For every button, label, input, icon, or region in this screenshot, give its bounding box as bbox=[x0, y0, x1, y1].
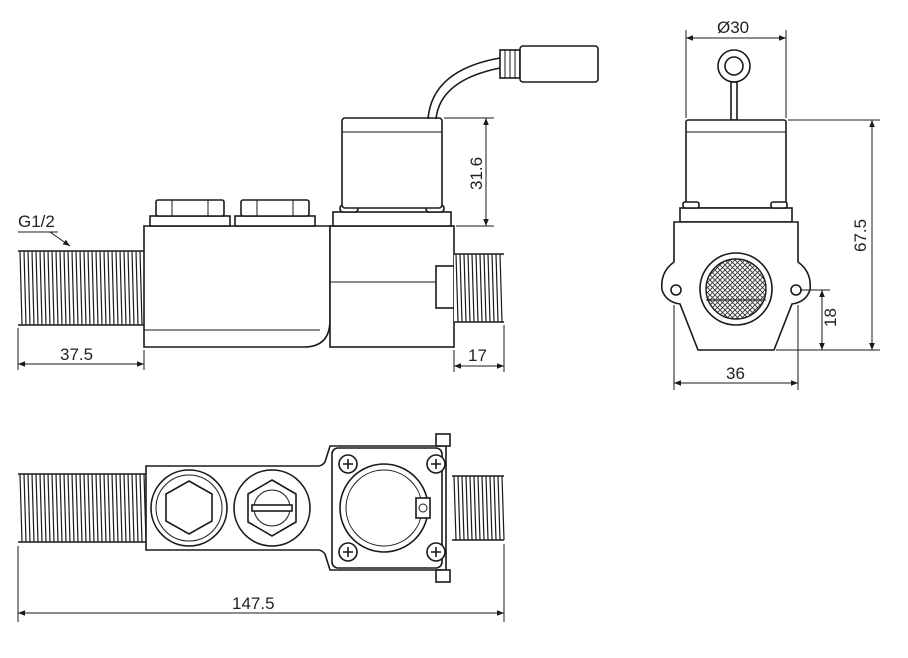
hex-cap-left bbox=[149, 199, 231, 227]
dimension-coil-diameter: Ø30 bbox=[685, 18, 787, 118]
dimension-inlet-thread: 37.5 bbox=[17, 328, 145, 370]
outlet-thread bbox=[454, 253, 504, 323]
hex-plug bbox=[150, 469, 228, 547]
dimension-label-17: 17 bbox=[468, 346, 487, 365]
top-inlet-thread bbox=[18, 473, 147, 543]
screw-plug bbox=[233, 469, 311, 547]
dimension-label-diameter-30: Ø30 bbox=[717, 18, 749, 37]
dimension-label-31-6: 31.6 bbox=[467, 157, 486, 190]
front-view: G1/2 37.5 17 31.6 bbox=[17, 45, 599, 372]
cable-connector bbox=[499, 45, 599, 83]
dimension-label-18: 18 bbox=[821, 308, 840, 327]
dimension-total-height: 67.5 bbox=[776, 119, 880, 351]
side-coil bbox=[685, 119, 787, 209]
dimension-label-37-5: 37.5 bbox=[60, 345, 93, 364]
dimension-label-67-5: 67.5 bbox=[851, 219, 870, 252]
hex-cap-right bbox=[234, 199, 316, 227]
inlet-thread bbox=[18, 250, 144, 326]
top-view: 147.5 bbox=[17, 433, 505, 622]
top-outlet-thread bbox=[452, 475, 505, 541]
dimension-label-36: 36 bbox=[726, 364, 745, 383]
thread-spec-label: G1/2 bbox=[18, 212, 55, 231]
outlet-mesh bbox=[705, 258, 767, 320]
dimension-label-147-5: 147.5 bbox=[232, 594, 275, 613]
dimension-outlet-center-height: 18 bbox=[800, 289, 840, 350]
solenoid-coil bbox=[341, 117, 443, 209]
side-view: Ø30 67.5 18 36 bbox=[660, 18, 880, 390]
dimension-total-length: 147.5 bbox=[17, 544, 505, 622]
valve-body bbox=[143, 225, 331, 348]
dimension-coil-height: 31.6 bbox=[444, 117, 494, 227]
coil-top bbox=[339, 463, 429, 553]
dimension-body-width: 36 bbox=[673, 305, 799, 390]
dimension-outlet-thread: 17 bbox=[453, 325, 505, 372]
